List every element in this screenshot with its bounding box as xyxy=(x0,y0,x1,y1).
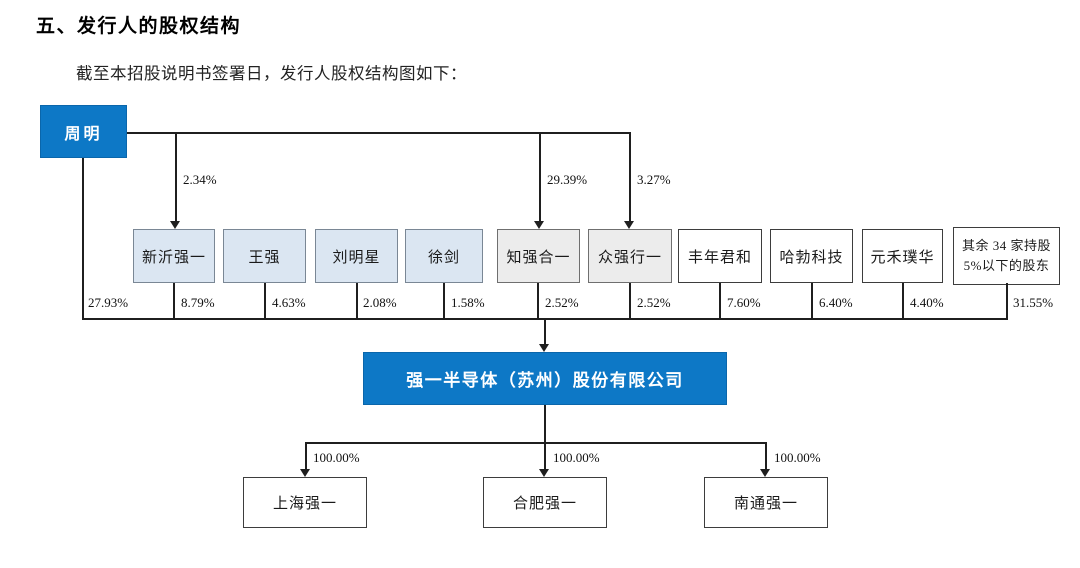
connector-line xyxy=(305,442,307,470)
connector-line xyxy=(544,318,546,345)
ownership-percent-label: 4.63% xyxy=(272,295,306,310)
arrow-down-icon xyxy=(170,221,180,229)
ownership-percent-label: 27.93% xyxy=(88,295,129,310)
connector-line xyxy=(629,283,631,318)
controller-name: 周明 xyxy=(64,125,103,143)
shareholder-box: 知强合一 xyxy=(497,229,580,283)
arrow-down-icon xyxy=(760,469,770,477)
ownership-percent-label: 8.79% xyxy=(181,295,215,310)
shareholder-name: 哈勃科技 xyxy=(779,249,844,266)
connector-line xyxy=(443,283,445,318)
controller-box: 周明 xyxy=(40,105,127,158)
ownership-percent-label: 2.08% xyxy=(363,295,397,310)
shareholder-name: 众强行一 xyxy=(597,249,662,266)
arrow-down-icon xyxy=(300,469,310,477)
connector-line xyxy=(175,132,177,222)
shareholder-name: 其余 34 家持股 5%以下的股东 xyxy=(961,237,1051,273)
issuer-name: 强一半导体（苏州）股份有限公司 xyxy=(406,371,684,390)
connector-line xyxy=(539,132,541,222)
connector-line xyxy=(1006,283,1008,318)
connector-line xyxy=(537,283,539,318)
shareholder-box: 徐剑 xyxy=(405,229,483,283)
section-title: 五、发行人的股权结构 xyxy=(36,16,242,37)
subsidiary-name: 南通强一 xyxy=(733,496,798,512)
arrow-down-icon xyxy=(539,469,549,477)
subsidiary-name: 上海强一 xyxy=(272,496,337,512)
shareholder-box: 众强行一 xyxy=(588,229,672,283)
ownership-percent-label: 31.55% xyxy=(1013,295,1054,310)
connector-line xyxy=(629,132,631,222)
intro-text: 截至本招股说明书签署日，发行人股权结构图如下： xyxy=(76,64,467,83)
connector-line xyxy=(82,158,84,318)
connector-line xyxy=(811,283,813,318)
shareholder-box: 新沂强一 xyxy=(133,229,215,283)
connector-line xyxy=(356,283,358,318)
shareholder-box: 其余 34 家持股 5%以下的股东 xyxy=(953,227,1060,285)
shareholder-name: 知强合一 xyxy=(506,249,571,266)
shareholder-name: 新沂强一 xyxy=(141,249,206,266)
connector-line xyxy=(127,132,630,134)
ownership-percent-label: 7.60% xyxy=(727,295,761,310)
shareholder-box: 刘明星 xyxy=(315,229,398,283)
subsidiary-box: 南通强一 xyxy=(704,477,828,528)
connector-line xyxy=(305,442,766,444)
stake-percent-label: 2.34% xyxy=(183,172,217,187)
ownership-percent-label: 2.52% xyxy=(637,295,671,310)
arrow-down-icon xyxy=(539,344,549,352)
shareholder-box: 哈勃科技 xyxy=(770,229,853,283)
arrow-down-icon xyxy=(534,221,544,229)
shareholder-name: 丰年君和 xyxy=(687,249,752,266)
connector-line xyxy=(173,283,175,318)
ownership-percent-label: 1.58% xyxy=(451,295,485,310)
connector-line xyxy=(719,283,721,318)
connector-line xyxy=(544,405,546,470)
subsidiary-box: 合肥强一 xyxy=(483,477,607,528)
shareholder-name: 元禾璞华 xyxy=(870,249,935,266)
shareholder-box: 元禾璞华 xyxy=(862,229,943,283)
subsidiary-percent-label: 100.00% xyxy=(313,450,360,465)
stake-percent-label: 29.39% xyxy=(547,172,588,187)
subsidiary-percent-label: 100.00% xyxy=(774,450,821,465)
connector-line xyxy=(902,283,904,318)
ownership-percent-label: 4.40% xyxy=(910,295,944,310)
shareholder-name: 刘明星 xyxy=(332,249,381,266)
issuer-box: 强一半导体（苏州）股份有限公司 xyxy=(363,352,727,405)
subsidiary-percent-label: 100.00% xyxy=(553,450,600,465)
connector-line xyxy=(765,442,767,470)
shareholder-box: 王强 xyxy=(223,229,306,283)
subsidiary-name: 合肥强一 xyxy=(512,496,577,512)
ownership-percent-label: 6.40% xyxy=(819,295,853,310)
subsidiary-box: 上海强一 xyxy=(243,477,367,528)
shareholder-name: 王强 xyxy=(248,249,281,266)
shareholder-name: 徐剑 xyxy=(427,249,460,266)
connector-line xyxy=(264,283,266,318)
shareholder-box: 丰年君和 xyxy=(678,229,762,283)
arrow-down-icon xyxy=(624,221,634,229)
ownership-percent-label: 2.52% xyxy=(545,295,579,310)
stake-percent-label: 3.27% xyxy=(637,172,671,187)
